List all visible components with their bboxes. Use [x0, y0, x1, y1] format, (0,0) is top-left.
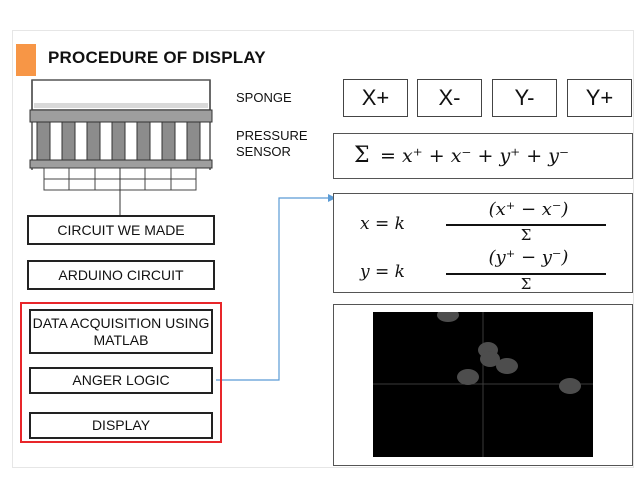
flow-arrow-line — [216, 197, 328, 381]
step-circuit-we-made: CIRCUIT WE MADE — [27, 215, 215, 245]
sum-equation-lhs: Σ — [354, 143, 370, 168]
sensor-pillars — [36, 121, 201, 163]
y-equation-denominator: Σ — [520, 275, 532, 293]
flow-arrow-head — [328, 194, 336, 202]
y-equation-numerator: (y⁺ − y⁻) — [488, 247, 569, 268]
coordinate-equation-panel: x = k (x⁺ − x⁻) Σ y = k (y⁺ − y⁻) Σ — [333, 193, 633, 293]
step-arduino-circuit: ARDUINO CIRCUIT — [27, 260, 215, 290]
sum-equation-panel: Σ = x⁺ + x⁻ + y⁺ + y⁻ — [333, 133, 633, 179]
title-accent-bar — [16, 44, 36, 76]
sensor-top-plate — [29, 109, 213, 123]
display-blob — [480, 351, 500, 367]
display-blob — [457, 369, 479, 385]
axis-y-plus: Y+ — [567, 79, 632, 117]
y-fraction-bar — [446, 273, 606, 275]
x-equation-numerator: (x⁺ − x⁻) — [488, 199, 569, 220]
axis-x-minus: X- — [417, 79, 482, 117]
display-blob — [496, 358, 518, 374]
sensor-bottom-plate — [29, 159, 213, 169]
step-anger-logic: ANGER LOGIC — [29, 367, 213, 394]
highlight-frame — [20, 302, 222, 443]
display-screen — [373, 312, 593, 457]
x-equation-denominator: Σ — [520, 226, 532, 244]
display-plot — [373, 312, 593, 457]
pressure-sensor-label: PRESSURE SENSOR — [236, 128, 308, 159]
y-equation-lhs: y = k — [360, 262, 405, 282]
display-blob — [437, 312, 459, 322]
axis-x-plus: X+ — [343, 79, 408, 117]
x-equation-lhs: x = k — [360, 214, 405, 234]
slide-title: PROCEDURE OF DISPLAY — [48, 48, 266, 67]
step-data-acquisition: DATA ACQUISITION USING MATLAB — [29, 309, 213, 354]
display-blob — [559, 378, 581, 394]
x-fraction-bar — [446, 224, 606, 226]
step-display: DISPLAY — [29, 412, 213, 439]
sum-equation-rhs: = x⁺ + x⁻ + y⁺ + y⁻ — [380, 145, 569, 167]
axis-y-minus: Y- — [492, 79, 557, 117]
sponge-label: SPONGE — [236, 90, 292, 105]
